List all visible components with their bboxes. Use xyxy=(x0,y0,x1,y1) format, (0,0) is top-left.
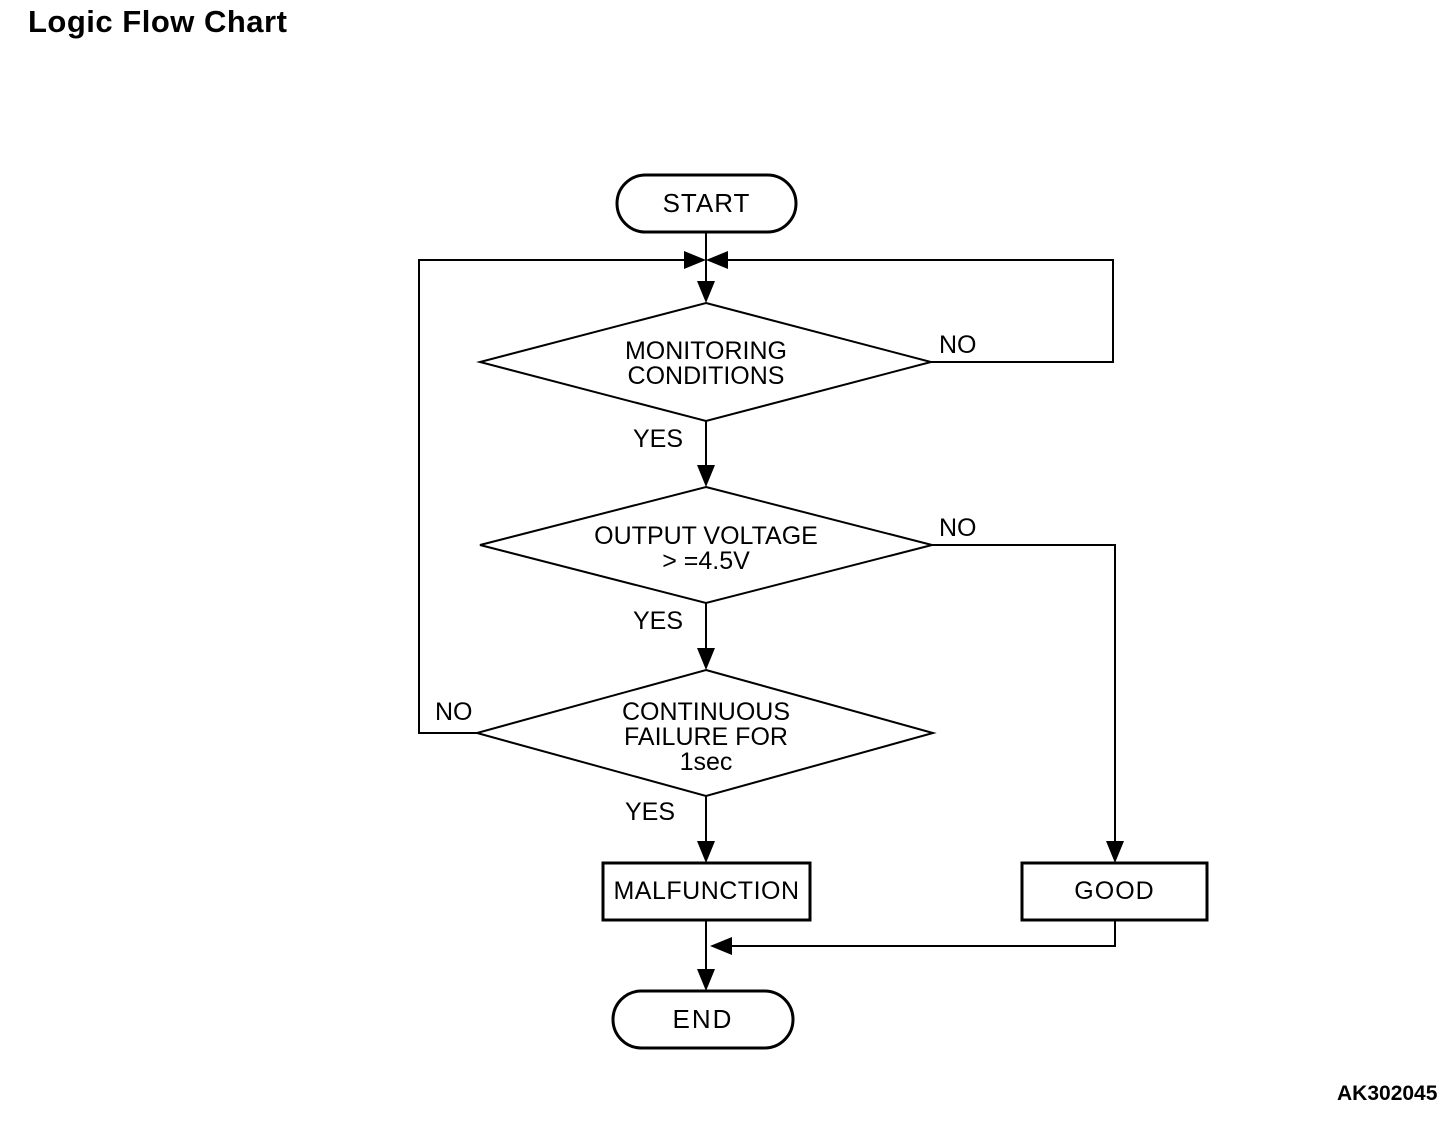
failure-diamond-label: CONTINUOUS FAILURE FOR 1sec xyxy=(546,700,866,775)
malfunction-node-shape xyxy=(601,861,812,922)
failure-yes-label: YES xyxy=(625,798,676,826)
arrowhead-into-failure-icon xyxy=(697,648,715,670)
start-node-shape xyxy=(615,173,798,234)
edge-failure-no xyxy=(418,259,686,734)
failure-diamond-label-line2: FAILURE FOR xyxy=(624,723,788,751)
monitoring-no-label: NO xyxy=(939,331,977,359)
good-node-shape xyxy=(1020,861,1209,922)
monitoring-diamond-label-line1: MONITORING xyxy=(624,337,788,365)
arrowhead-merge-from-left-icon xyxy=(684,251,706,269)
arrowhead-into-monitoring-icon xyxy=(697,281,715,303)
arrowhead-into-end-icon xyxy=(697,969,715,991)
end-node-shape xyxy=(611,989,795,1050)
voltage-diamond-label-line2: > =4.5V xyxy=(662,547,750,575)
monitoring-diamond-shape xyxy=(476,301,935,423)
malfunction-node-label: MALFUNCTION xyxy=(613,877,800,905)
monitoring-diamond-label: MONITORING CONDITIONS xyxy=(546,339,866,389)
failure-diamond-label-line1: CONTINUOUS xyxy=(621,698,791,726)
arrowhead-into-voltage-icon xyxy=(697,465,715,487)
figure-code: AK302045 xyxy=(1337,1082,1438,1105)
arrowhead-into-malfunction-icon xyxy=(697,841,715,863)
voltage-diamond-label: OUTPUT VOLTAGE > =4.5V xyxy=(546,524,866,574)
arrowhead-end-merge-icon xyxy=(710,937,732,955)
good-node-label: GOOD xyxy=(1074,877,1155,905)
monitoring-yes-label: YES xyxy=(633,425,684,453)
monitoring-diamond-label-line2: CONDITIONS xyxy=(627,362,785,390)
arrowhead-merge-from-right-icon xyxy=(706,251,728,269)
voltage-yes-label: YES xyxy=(633,607,684,635)
failure-diamond-label-line3: 1sec xyxy=(679,748,733,776)
failure-no-label: NO xyxy=(435,698,473,726)
failure-diamond-shape xyxy=(473,668,937,798)
start-node-label: START xyxy=(662,188,751,218)
arrowhead-into-good-icon xyxy=(1106,841,1124,863)
edge-monitoring-no xyxy=(726,259,1114,363)
voltage-diamond-shape xyxy=(479,485,933,605)
end-node-label: END xyxy=(672,1004,734,1034)
page-title: Logic Flow Chart xyxy=(28,4,288,39)
edge-good-to-merge xyxy=(730,920,1116,947)
voltage-diamond-label-line1: OUTPUT VOLTAGE xyxy=(594,522,818,550)
voltage-no-label: NO xyxy=(939,514,977,542)
edge-voltage-no xyxy=(932,544,1116,845)
